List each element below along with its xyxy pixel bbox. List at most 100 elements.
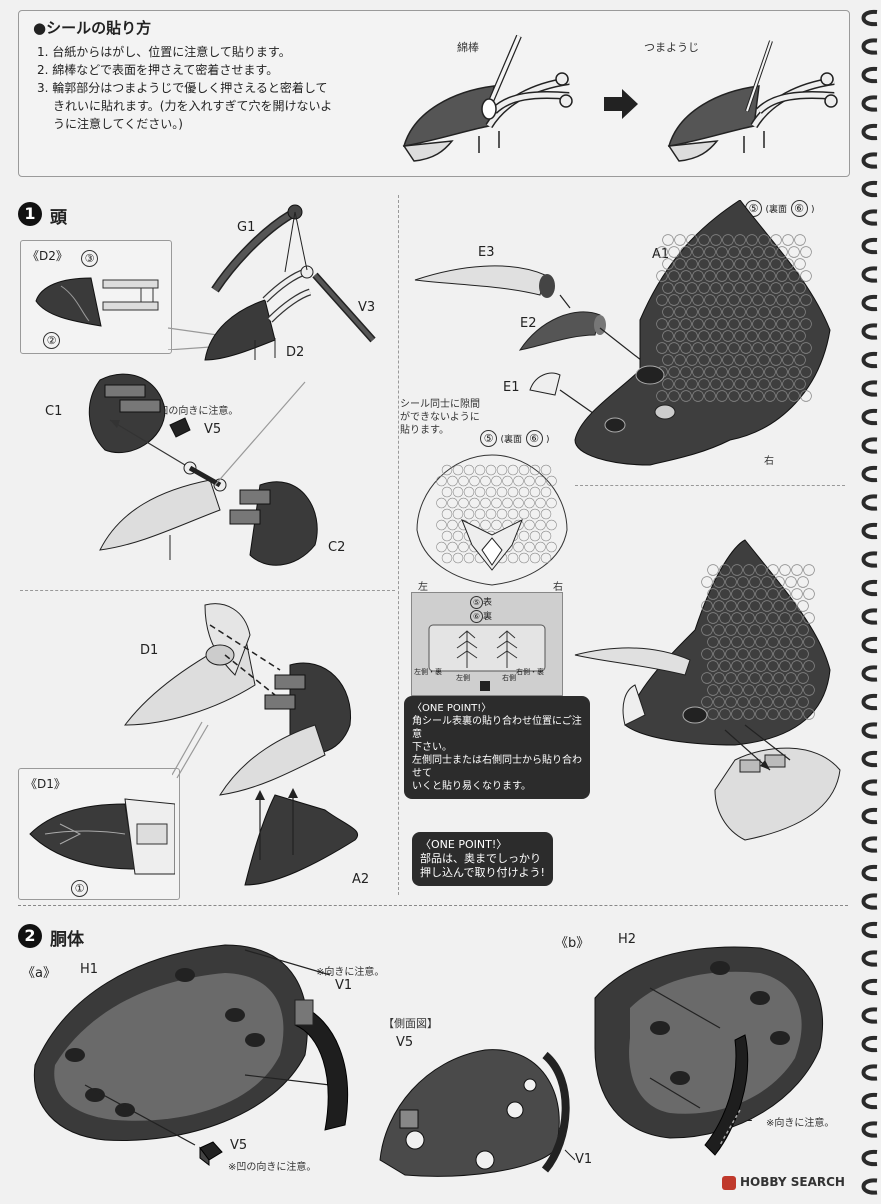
scale-texture [710,234,722,246]
sticker-close-paren: ) [811,205,815,215]
binding-ring [861,123,878,141]
scale-texture [743,684,755,696]
scale-texture [785,672,797,684]
scale-texture [674,354,686,366]
scale-texture [797,672,809,684]
scale-texture [776,318,788,330]
binding-ring [861,921,878,939]
scale-texture [441,508,453,520]
scale-texture [740,246,752,258]
scale-texture [797,648,809,660]
scale-texture [716,390,728,402]
scale-texture [710,282,722,294]
scale-texture [719,564,731,576]
scale-texture [800,294,812,306]
scale-texture [764,270,776,282]
scale-texture [704,342,716,354]
scale-texture [779,564,791,576]
divider-step1-step2 [18,905,848,906]
d2-num-2: ② [43,329,60,349]
scale-texture [767,612,779,624]
sticker-gap-note: シール同士に隙間 ができないように 貼ります。 [400,398,480,437]
scale-texture [719,684,731,696]
scale-texture [755,708,767,720]
scale-texture [797,600,809,612]
scale-texture [737,672,749,684]
circle-number-5: ⑤ [470,596,483,609]
scale-texture [788,342,800,354]
label-side-v1: V1 [575,1152,593,1167]
step1-number-badge: 1 [18,202,42,226]
scale-texture [518,552,530,564]
d1-inset-pointer [172,721,209,779]
scale-texture [716,246,728,258]
scale-texture [791,636,803,648]
scale-texture [791,612,803,624]
scale-texture [755,588,767,600]
scale-texture [722,378,734,390]
binding-ring [861,408,878,426]
scale-texture [740,390,752,402]
scale-texture [803,612,815,624]
d2-inset-title: 《D2》 [27,249,68,263]
scale-texture [755,684,767,696]
scale-texture [441,530,453,542]
d2-inset-box: 《D2》 ③ ② [20,240,172,354]
sheet-right-back: 右側・裏 [516,668,544,676]
frill-left-label: 左 [418,582,428,593]
scale-texture [707,636,719,648]
scale-texture [707,660,719,672]
sticker-note-line-2: ができないように [400,412,480,423]
scale-texture [755,612,767,624]
scale-texture [752,294,764,306]
scale-texture [707,564,719,576]
scale-texture [752,390,764,402]
scale-texture [755,660,767,672]
scale-texture [686,234,698,246]
scale-texture [740,366,752,378]
scale-texture [794,354,806,366]
scale-texture [496,486,508,498]
scale-texture [746,354,758,366]
scale-texture [761,600,773,612]
scale-texture [740,318,752,330]
sticker-back-text: (裏面 [500,435,523,445]
scale-texture [710,354,722,366]
label-d2: D2 [286,345,305,360]
scale-texture [474,486,486,498]
watermark: HOBBY SEARCH [722,1175,845,1190]
side-view-label: 【側面図】 [383,1017,438,1030]
scale-texture [779,636,791,648]
scale-texture [725,624,737,636]
scale-texture [740,270,752,282]
binding-ring [861,522,878,540]
scale-texture [698,234,710,246]
scale-texture [749,624,761,636]
scale-texture [722,330,734,342]
scale-texture [535,541,546,553]
scale-texture [701,624,713,636]
divider-step1-left-top [20,590,395,591]
d2-num-3: ③ [81,247,98,267]
scale-texture [722,258,734,270]
scale-texture [704,294,716,306]
head-assembly-c1-c2 [88,373,318,566]
scale-texture [779,612,791,624]
step2-title: 胴体 [50,930,84,950]
head-assembly-d1-a2 [123,603,358,886]
label-c2: C2 [328,540,346,555]
scale-texture [782,354,794,366]
binding-ring [861,750,878,768]
scale-texture [737,600,749,612]
scale-texture [463,552,475,564]
scale-texture [791,588,803,600]
v5-body-note: ※凹の向きに注意。 [228,1162,317,1173]
scale-texture [752,342,764,354]
scale-texture [502,475,513,487]
completed-head-illustration [574,539,841,841]
scale-texture [794,282,806,294]
scale-texture [698,330,710,342]
scale-texture [704,270,716,282]
scale-texture [731,564,743,576]
circle-number-6: ⑥ [790,200,808,217]
